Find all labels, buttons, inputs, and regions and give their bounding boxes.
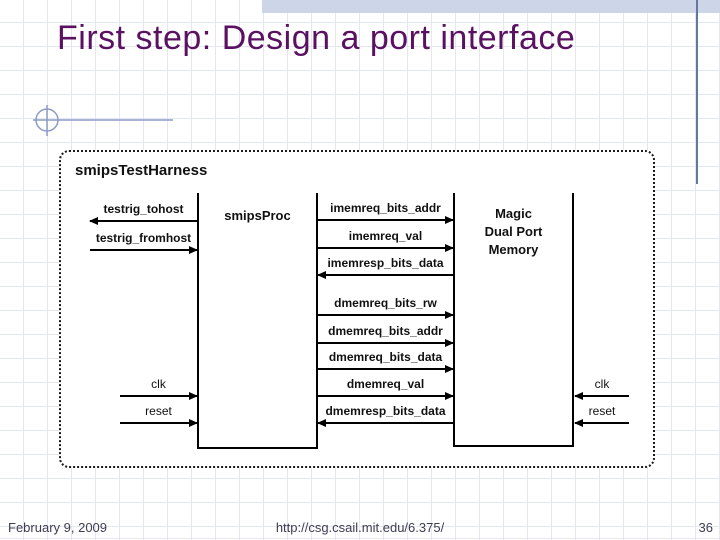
signal-label: imemresp_bits_data xyxy=(327,256,444,270)
arrowhead-left-icon xyxy=(574,392,583,400)
signal-label: reset xyxy=(145,404,172,418)
footer: February 9, 2009 http://csg.csail.mit.ed… xyxy=(0,517,720,535)
signal-wire xyxy=(318,422,453,424)
top-band-decoration xyxy=(262,0,720,13)
signal-imemreq-bits-addr: imemreq_bits_addr xyxy=(318,200,454,224)
arrowhead-left-icon xyxy=(317,419,326,427)
signal-label: dmemreq_val xyxy=(346,377,425,391)
harness-label: smipsTestHarness xyxy=(75,162,208,179)
signal-label: testrig_tohost xyxy=(103,202,184,216)
signal-label: clk xyxy=(151,377,166,391)
arrowhead-right-icon xyxy=(445,365,454,373)
signal-label: imemreq_val xyxy=(348,229,423,243)
signal-wire xyxy=(318,395,453,397)
right-vertical-rule-decoration xyxy=(696,0,698,184)
arrowhead-left-icon xyxy=(317,271,326,279)
arrowhead-right-icon xyxy=(189,246,198,254)
smips-proc-label: smipsProc xyxy=(224,208,291,223)
signal-imemreq-val: imemreq_val xyxy=(318,228,454,252)
arrowhead-right-icon xyxy=(445,311,454,319)
signal-label: testrig_fromhost xyxy=(95,231,192,245)
title-underline-decoration xyxy=(33,105,173,136)
signal-label: clk xyxy=(594,377,610,391)
signal-reset-right: reset xyxy=(574,403,629,427)
footer-date: February 9, 2009 xyxy=(8,520,108,535)
signal-dmemreq-bits-data: dmemreq_bits_data xyxy=(318,349,454,373)
signal-dmemreq-val: dmemreq_val xyxy=(318,376,454,400)
arrowhead-right-icon xyxy=(189,392,198,400)
signal-label: imemreq_bits_addr xyxy=(330,201,441,215)
signal-clk-right: clk xyxy=(574,376,629,400)
signal-label: dmemresp_bits_data xyxy=(325,404,446,418)
port-interface-diagram: smipsTestHarness smipsProc Magic Dual Po… xyxy=(59,150,655,468)
smips-proc-block: smipsProc xyxy=(197,193,318,449)
slide-title: First step: Design a port interface xyxy=(57,19,576,57)
signal-reset-left: reset xyxy=(120,403,198,427)
signal-wire xyxy=(120,395,197,397)
page-number: 36 xyxy=(698,520,713,535)
signal-wire xyxy=(90,249,197,251)
footer-url: http://csg.csail.mit.edu/6.375/ xyxy=(275,520,445,535)
signal-clk-left: clk xyxy=(120,376,198,400)
signal-wire xyxy=(575,395,629,397)
arrowhead-right-icon xyxy=(445,392,454,400)
signal-wire xyxy=(318,274,453,276)
arrowhead-right-icon xyxy=(189,419,198,427)
arrowhead-right-icon xyxy=(445,339,454,347)
signal-imemresp-bits-data: imemresp_bits_data xyxy=(317,255,453,279)
signal-testrig-tohost: testrig_tohost xyxy=(89,201,197,225)
signal-dmemresp-bits-data: dmemresp_bits_data xyxy=(317,403,453,427)
arrowhead-left-icon xyxy=(574,419,583,427)
magic-dual-port-memory-block: Magic Dual Port Memory xyxy=(453,193,574,447)
arrowhead-right-icon xyxy=(445,244,454,252)
signal-label: dmemreq_bits_rw xyxy=(334,296,437,310)
signal-wire xyxy=(318,314,453,316)
signal-label: dmemreq_bits_data xyxy=(328,350,443,364)
signal-wire xyxy=(318,368,453,370)
memory-label: Magic Dual Port Memory xyxy=(484,206,543,257)
signal-testrig-fromhost: testrig_fromhost xyxy=(90,230,198,254)
signal-dmemreq-bits-rw: dmemreq_bits_rw xyxy=(318,295,454,319)
signal-wire xyxy=(318,247,453,249)
arrowhead-left-icon xyxy=(89,217,98,225)
signal-label: dmemreq_bits_addr xyxy=(328,324,443,338)
arrowhead-right-icon xyxy=(445,216,454,224)
signal-label: reset xyxy=(588,404,616,418)
signal-dmemreq-bits-addr: dmemreq_bits_addr xyxy=(318,323,454,347)
signal-wire xyxy=(90,220,197,222)
signal-wire xyxy=(318,342,453,344)
signal-wire xyxy=(318,219,453,221)
signal-wire xyxy=(575,422,629,424)
signal-wire xyxy=(120,422,197,424)
